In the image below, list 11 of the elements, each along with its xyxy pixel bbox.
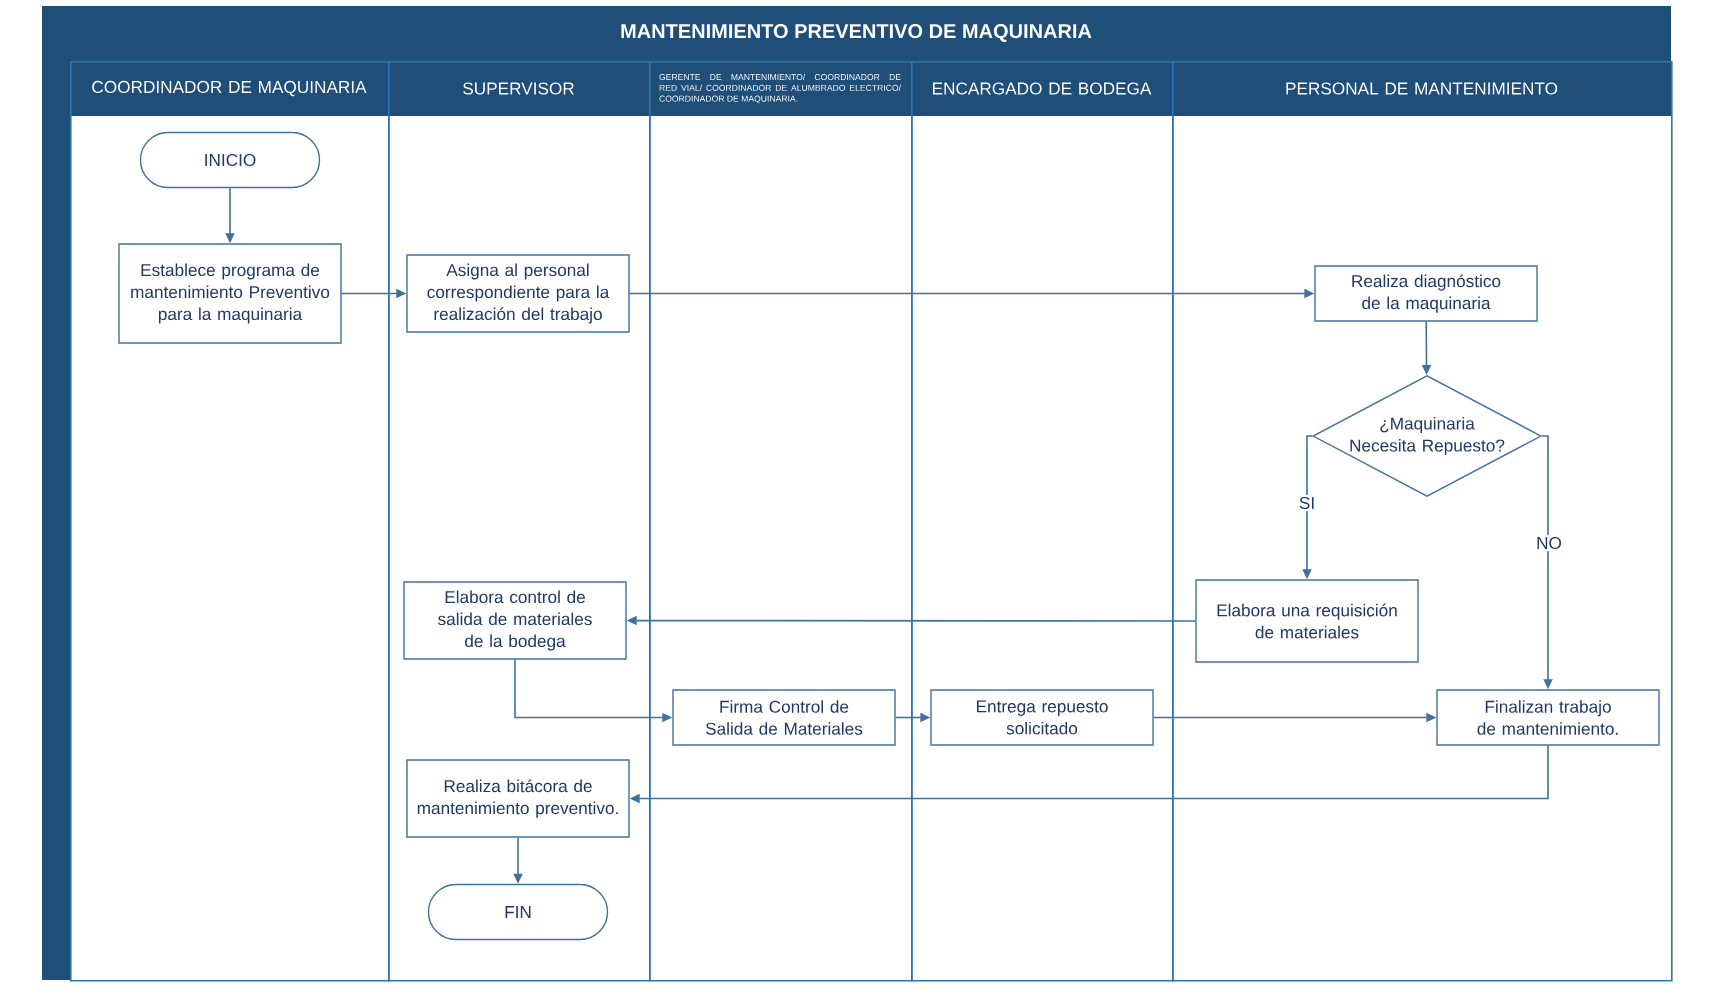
process-box: Realiza bitácora de mantenimiento preventivo.: [406, 759, 630, 838]
process-box: Establece programa de mantenimiento Preventivo para la maquinaria: [118, 243, 342, 344]
process-box: Elabora una requisición de materiales: [1195, 579, 1419, 663]
process-box: Realiza diagnóstico de la maquinaria: [1314, 265, 1538, 322]
process-box: Firma Control de Salida de Materiales: [672, 689, 896, 746]
edge-label: SI: [1296, 494, 1318, 512]
process-box: Asigna al personal correspondiente para la realización del trabajo: [406, 254, 630, 333]
process-box: Finalizan trabajo de mantenimiento.: [1436, 689, 1660, 746]
process-box: Entrega repuesto solicitado: [930, 689, 1154, 746]
process-box: Elabora control de salida de materiales de la bodega: [403, 581, 627, 660]
edge-label: NO: [1534, 534, 1564, 552]
